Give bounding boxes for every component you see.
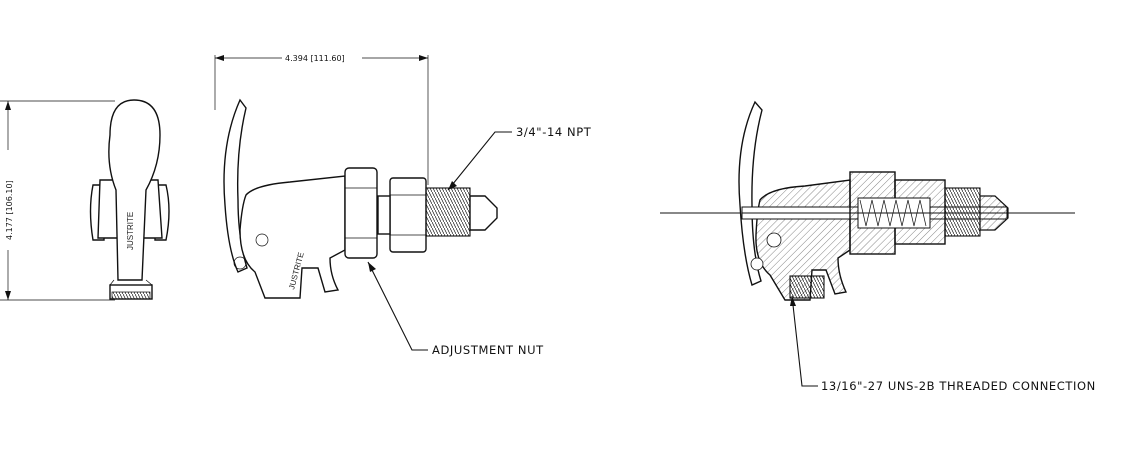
threaded-connection-label: 13/16"-27 UNS-2B THREADED CONNECTION [821, 379, 1096, 393]
side-view: JUSTRITE [223, 98, 498, 299]
front-view: JUSTRITE [89, 99, 170, 300]
height-dimension-label: 4.177 [106.10] [5, 180, 14, 240]
threaded-connection-callout: 13/16"-27 UNS-2B THREADED CONNECTION [790, 295, 1096, 393]
section-view [660, 100, 1075, 301]
adjustment-nut-callout: ADJUSTMENT NUT [367, 261, 544, 357]
width-dimension-label: 4.394 [111.60] [285, 54, 345, 63]
npt-label: 3/4"-14 NPT [516, 125, 592, 139]
adjustment-nut-label: ADJUSTMENT NUT [432, 343, 544, 357]
npt-callout: 3/4"-14 NPT [447, 125, 592, 191]
height-dimension: 4.177 [106.10] [0, 100, 115, 301]
width-dimension: 4.394 [111.60] [214, 54, 429, 185]
front-view-brand: JUSTRITE [126, 212, 135, 250]
